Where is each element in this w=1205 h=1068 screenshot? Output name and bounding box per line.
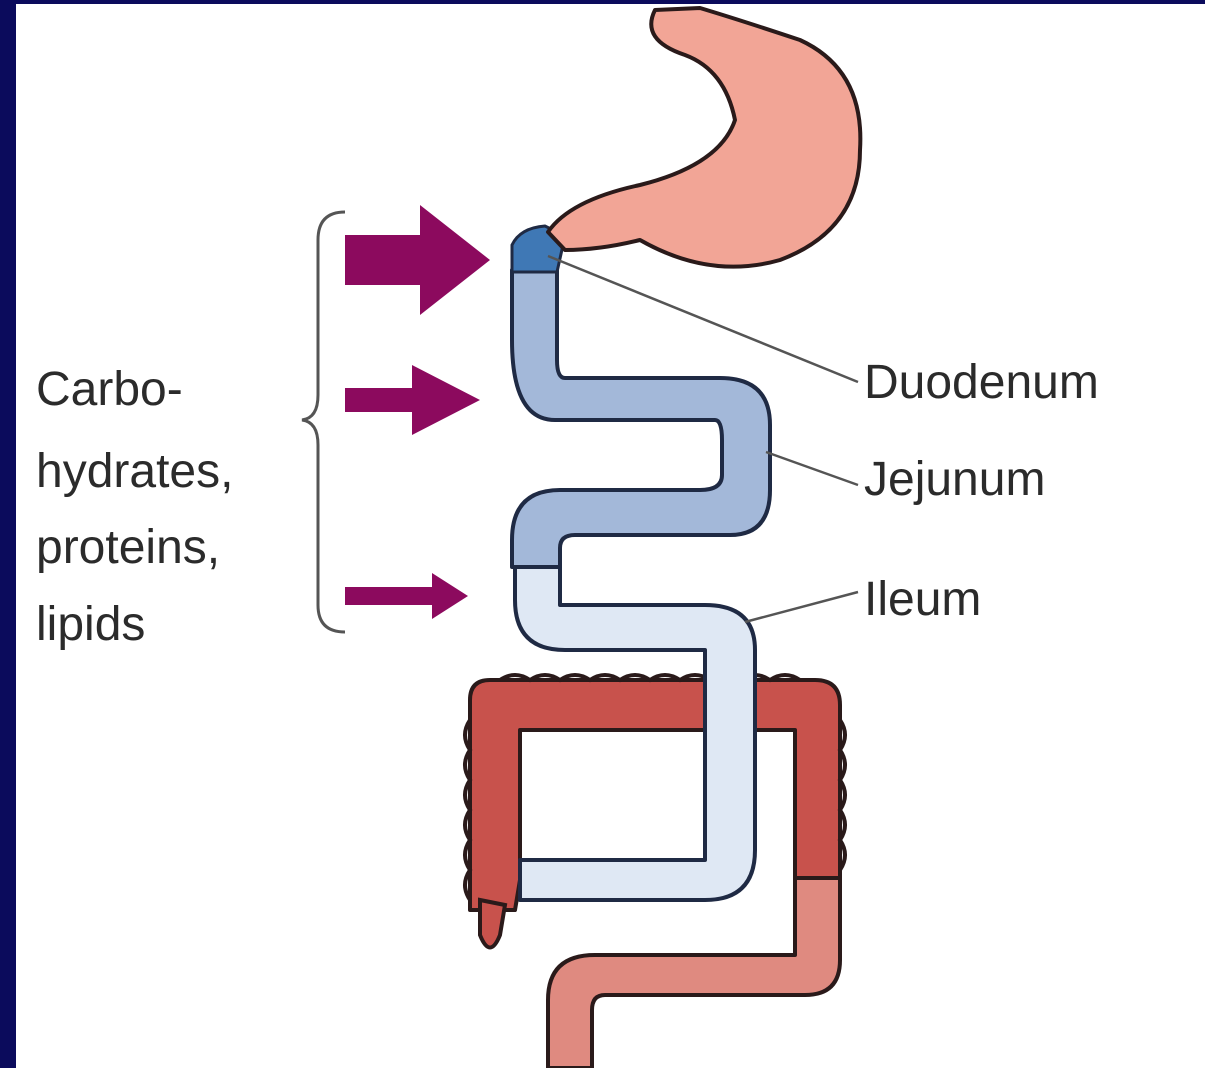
nutrients-label: Carbo- hydrates, proteins, lipids [36,363,233,651]
arrow-top-icon [345,205,490,315]
jejunum [512,270,770,567]
small-intestine [512,226,770,900]
jejunum-label: Jejunum [864,453,1045,506]
jejunum-leader [766,452,858,485]
duodenum-label: Duodenum [864,356,1099,409]
stomach [548,8,860,267]
ileum-label: Ileum [864,573,981,626]
ileum-leader [745,592,858,622]
appendix [480,900,505,948]
nutrients-line-4: lipids [36,598,145,651]
nutrient-arrows [345,205,490,619]
leader-lines [548,256,858,622]
duodenum-leader [548,256,858,382]
arrow-bottom-icon [345,573,468,619]
nutrients-line-1: Carbo- [36,363,183,416]
nutrients-line-2: hydrates, [36,445,233,498]
curly-brace [302,212,345,632]
arrow-middle-icon [345,365,480,435]
ileum [515,565,755,900]
nutrients-line-3: proteins, [36,521,220,574]
rectum [548,878,840,1068]
